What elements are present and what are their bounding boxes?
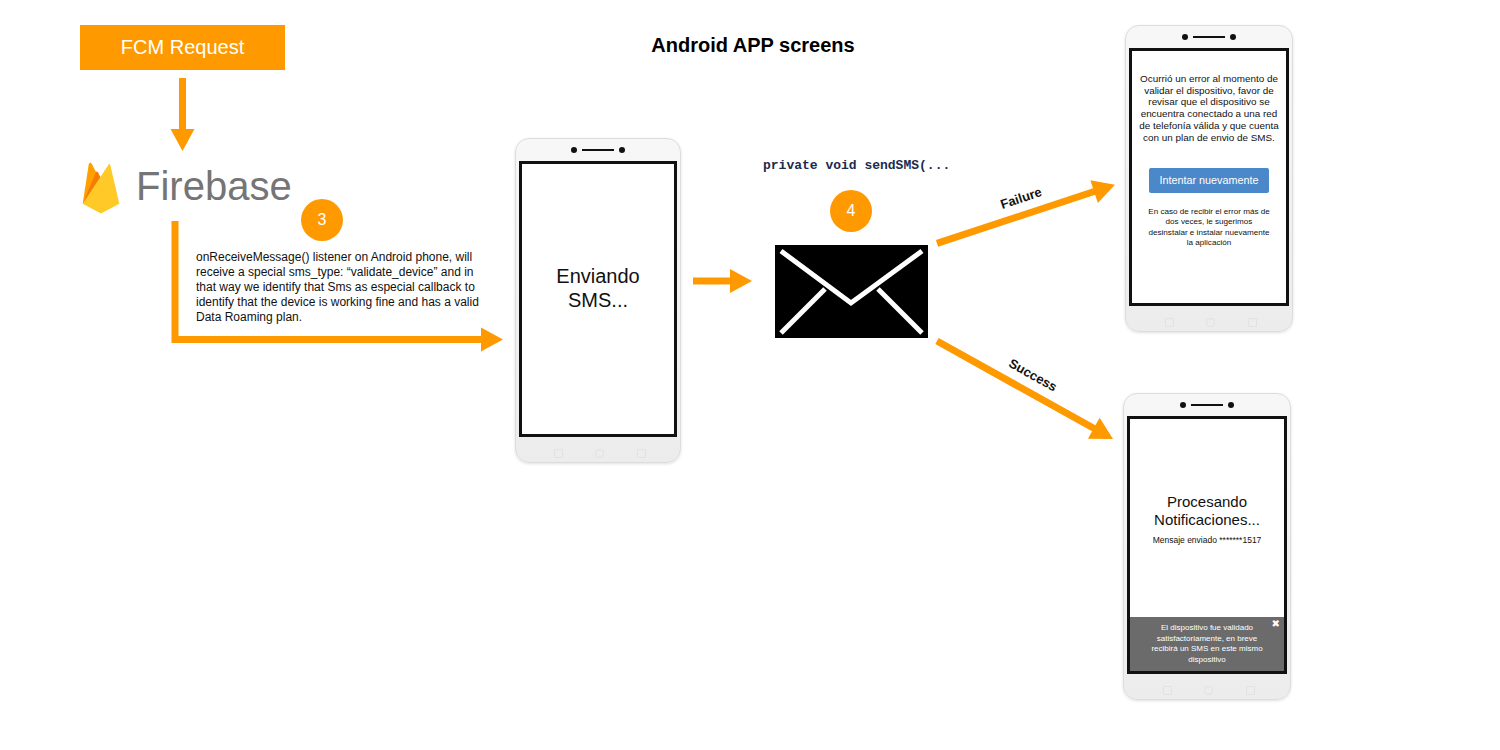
nav-key xyxy=(1204,686,1213,695)
nav-key xyxy=(1248,318,1257,327)
request-box: FCM Request xyxy=(80,25,285,70)
flow-arrow xyxy=(937,341,1113,439)
nav-key xyxy=(554,449,563,458)
flame-icon xyxy=(80,158,122,214)
sensor-dot xyxy=(1228,402,1234,408)
phone-mockup: Ocurrió un error al momento de validar e… xyxy=(1125,25,1293,332)
annotation-note: onReceiveMessage() listener on Android p… xyxy=(196,250,484,325)
diagram-title: Android APP screens xyxy=(600,34,906,57)
sensor-dot xyxy=(619,147,625,153)
sensor-dot xyxy=(1230,34,1236,40)
hint-message: En caso de recibir el error más de dos v… xyxy=(1148,207,1270,248)
phone-mockup: Procesando Notificaciones... Mensaje envi… xyxy=(1123,393,1291,700)
phone-mockup: Enviando SMS... xyxy=(515,138,681,463)
callout-number: 3 xyxy=(318,212,327,228)
camera-dot xyxy=(571,147,577,153)
edge-label: Success xyxy=(1005,355,1062,396)
error-message: Ocurrió un error al momento de validar e… xyxy=(1137,73,1281,143)
phone-screen: Enviando SMS... xyxy=(519,161,677,437)
button-slot: Intentar nuevamente xyxy=(1137,168,1281,193)
nav-key xyxy=(1246,686,1255,695)
envelope-icon xyxy=(775,245,928,338)
speaker-slot xyxy=(1191,404,1223,406)
callout-circle: 4 xyxy=(830,190,872,232)
phone-screen: Ocurrió un error al momento de validar e… xyxy=(1129,48,1289,306)
camera-dot xyxy=(1180,402,1186,408)
box-label: FCM Request xyxy=(121,36,244,59)
flow-arrow xyxy=(175,221,503,352)
speaker-slot xyxy=(1193,36,1225,38)
nav-key xyxy=(1206,318,1215,327)
nav-key xyxy=(595,449,604,458)
camera-dot xyxy=(1182,34,1188,40)
code-snippet: private void sendSMS(... xyxy=(763,158,950,173)
firebase-logo: Firebase xyxy=(80,155,295,217)
phone-screen: Procesando Notificaciones... Mensaje envi… xyxy=(1127,416,1287,674)
screen-message: Enviando SMS... xyxy=(533,264,663,312)
status-detail: Mensaje enviado *******1517 xyxy=(1135,535,1279,546)
flow-arrow xyxy=(171,78,195,151)
callout-number: 4 xyxy=(847,203,856,219)
logo-wordmark: Firebase xyxy=(136,166,292,206)
close-icon: ✖ xyxy=(1272,618,1280,629)
action-button: Intentar nuevamente xyxy=(1149,168,1269,193)
callout-circle: 3 xyxy=(301,199,343,241)
speaker-slot xyxy=(582,149,614,151)
flow-arrow xyxy=(693,269,752,293)
button-label: Intentar nuevamente xyxy=(1153,174,1265,187)
nav-key xyxy=(1163,686,1172,695)
snackbar: El dispositivo fue validado satisfactori… xyxy=(1130,617,1284,671)
nav-key xyxy=(637,449,646,458)
sms-envelope: private void sendSMS(... xyxy=(760,155,945,343)
snackbar-message: El dispositivo fue validado satisfactori… xyxy=(1144,623,1270,665)
flow-arrow xyxy=(937,180,1115,243)
status-heading: Procesando Notificaciones... xyxy=(1142,493,1272,529)
nav-key xyxy=(1165,318,1174,327)
